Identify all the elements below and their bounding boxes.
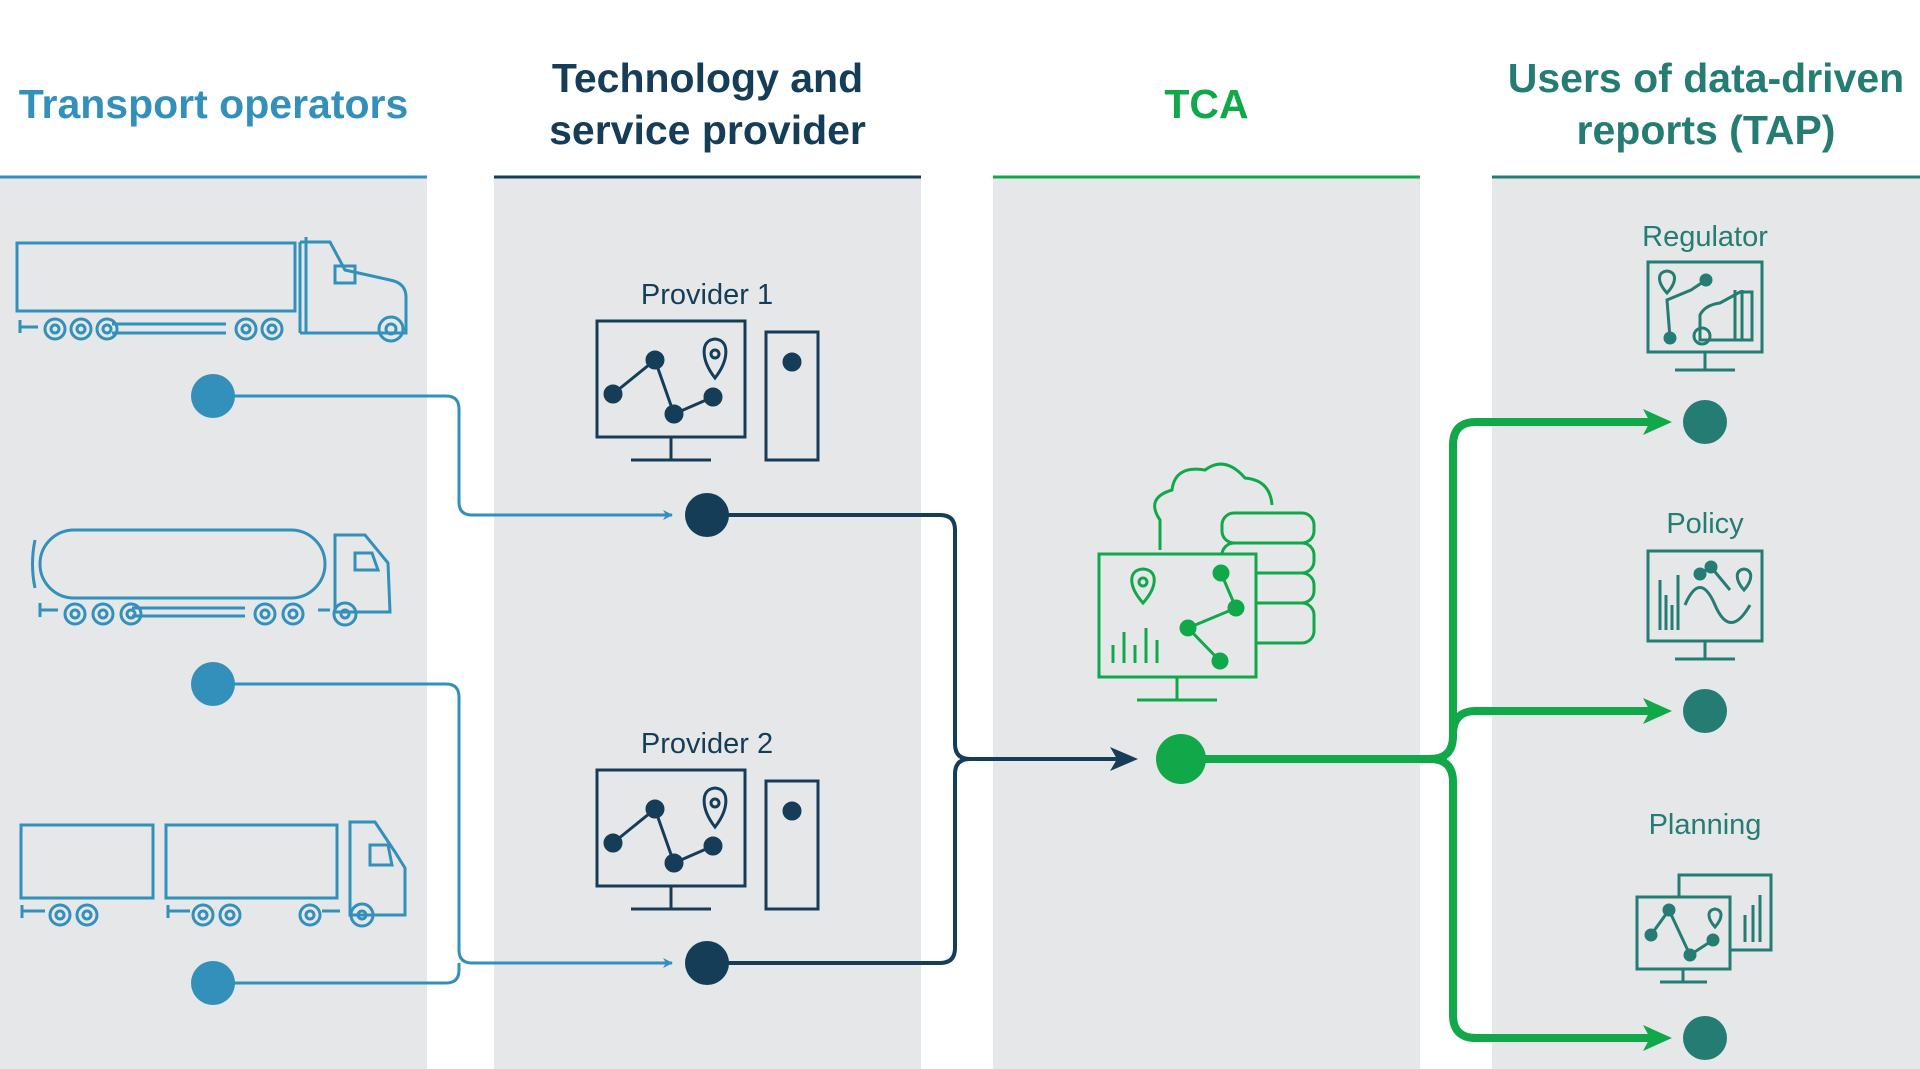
column-title-transport-operators: Transport operators (18, 81, 409, 127)
connector-road-train-to-provider-2 (213, 963, 461, 985)
node-user-policy (1683, 689, 1727, 733)
column-title-tca: TCA (1164, 81, 1249, 127)
arrowhead-tca (1110, 747, 1138, 771)
connector-provider-2-to-tca (707, 757, 971, 965)
column-title-technology-provider: Technology and service provider (549, 55, 866, 153)
connector-tca-to-users (1181, 418, 1650, 1042)
provider-2-label: Provider 2 (640, 728, 774, 760)
connector-semi-truck-to-provider-1 (213, 394, 673, 520)
connector-tanker-to-provider-2 (213, 682, 673, 968)
provider-2-monitor-icon (595, 768, 820, 911)
panel-technology-provider (494, 178, 921, 1069)
column-title-users: Users of data-driven reports (TAP) (1507, 55, 1905, 153)
node-tca (1156, 734, 1206, 784)
road-train-icon (19, 820, 407, 928)
user-label-planning: Planning (1648, 809, 1762, 841)
provider-1-label: Provider 1 (640, 279, 774, 311)
node-provider-1 (685, 493, 729, 537)
node-user-regulator (1683, 400, 1727, 444)
node-user-planning (1683, 1016, 1727, 1060)
arrowhead-planning (1643, 1025, 1672, 1051)
cloud-server-monitor-icon (1097, 462, 1316, 702)
tanker-truck-icon (31, 528, 392, 627)
user-label-policy: Policy (1666, 508, 1744, 540)
arrowhead-policy (1643, 698, 1672, 724)
node-operator-semi-truck (191, 374, 235, 418)
policy-monitor-icon (1646, 549, 1764, 661)
node-operator-tanker (191, 662, 235, 706)
regulator-monitor-icon (1646, 260, 1764, 372)
semi-truck-icon (15, 237, 408, 343)
node-provider-2 (685, 941, 729, 985)
provider-1-monitor-icon (595, 319, 820, 462)
planning-monitors-icon (1635, 873, 1773, 984)
user-label-regulator: Regulator (1642, 221, 1768, 253)
arrowhead-regulator (1643, 409, 1672, 435)
node-operator-road-train (191, 961, 235, 1005)
